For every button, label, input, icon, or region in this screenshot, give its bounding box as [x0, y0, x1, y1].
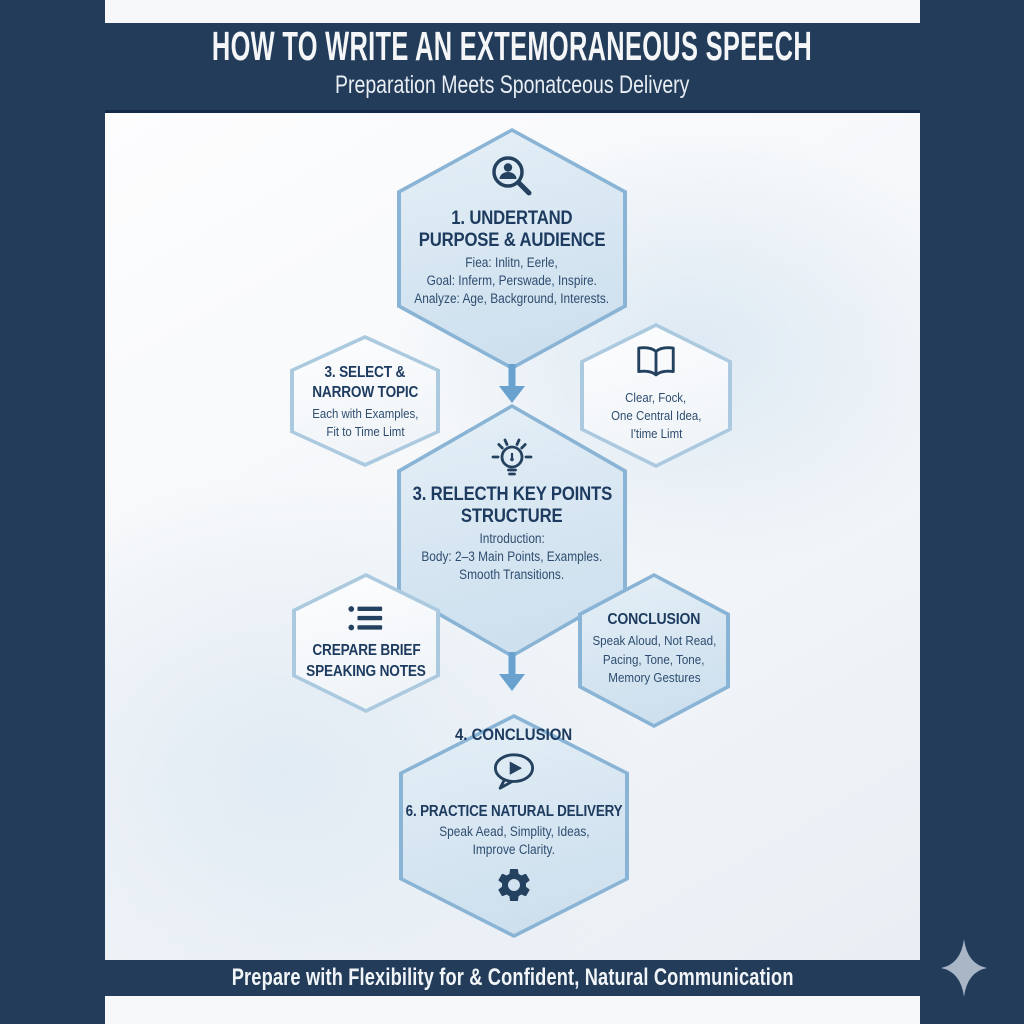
gear-icon-wrap [494, 865, 534, 910]
speech-play-icon [493, 753, 535, 790]
page-title: HOW TO WRITE AN EXTEMORANEOUS SPEECH [0, 24, 1024, 68]
flow-arrow-down-2 [499, 652, 525, 691]
hex-select-body-line1: Each with Examples, [311, 406, 419, 421]
hex-notes-title-line1: CREPARE BRIEF [311, 642, 421, 659]
bottom-white-strip [105, 996, 920, 1024]
speech-play-icon-wrap [490, 750, 538, 797]
hex-select-narrow-topic: 3. SELECT & NARROW TOPIC Each with Examp… [290, 335, 440, 467]
hex-delivery-body-line2: Pacing, Tone, Tone, [603, 651, 705, 667]
hex-practice-step-label: 4. CONCLUSION [455, 725, 573, 744]
hex-delivery-body-line1: Speak Aloud, Not Read, [592, 633, 716, 648]
hex-delivery-conclusion: CONCLUSION Speak Aloud, Not Read, Pacing… [578, 573, 730, 728]
hex-thesis-body-line3: I'time Limt [630, 426, 682, 441]
sparkle-icon [941, 939, 987, 997]
hex-structure-key-points: 3. RELECTH KEY POINTS STRUCTURE Introduc… [397, 404, 627, 658]
footer-band: Prepare with Flexibility for & Confident… [0, 960, 1024, 996]
hex-notes-speaking-notes: CREPARE BRIEF SPEAKING NOTES [292, 573, 440, 713]
hex-step1-body-line3: Analyze: Age, Background, Interests. [414, 291, 610, 306]
hex-practice-body-line2: Improve Clarity. [472, 842, 556, 857]
header: HOW TO WRITE AN EXTEMORANEOUS SPEECH Pre… [0, 24, 1024, 100]
hex-structure-title-line1: 3. RELECTH KEY POINTS [412, 484, 612, 505]
hex-notes-title-line2: SPEAKING NOTES [306, 662, 426, 680]
hex-delivery-body-line3: Memory Gestures [607, 670, 701, 685]
top-white-strip [105, 0, 920, 23]
hex-select-title-line2: NARROW TOPIC [311, 384, 418, 401]
hex-thesis-body-line2: One Central Idea, [610, 408, 702, 423]
page-subtitle-text: Preparation Meets Sponatceous Delivery [334, 71, 690, 99]
hex-structure-title-line2: STRUCTURE [461, 506, 563, 527]
flow-arrow-down-1 [499, 364, 525, 403]
audience-search-icon [492, 156, 532, 196]
footer-text: Prepare with Flexibility for & Confident… [231, 964, 794, 991]
hex-delivery-title: CONCLUSION [607, 611, 701, 628]
hex-step1-understand-purpose: 1. UNDERTAND PURPOSE & AUDIENCE Fiea: In… [397, 128, 627, 370]
lightbulb-icon [491, 438, 533, 476]
hex-step1-body-line2: Goal: Inferm, Perswade, Inspire. [426, 273, 598, 288]
bullet-list-icon [348, 606, 383, 631]
hex-structure-body-line1: Introduction: [479, 531, 545, 546]
gear-icon [498, 869, 530, 901]
open-book-icon [637, 346, 675, 377]
page-title-text: HOW TO WRITE AN EXTEMORANEOUS SPEECH [211, 23, 813, 69]
page-subtitle: Preparation Meets Sponatceous Delivery [0, 70, 1024, 100]
hex-practice-body-line1: Speak Aead, Simplity, Ideas, [438, 824, 590, 839]
hex-practice-natural-delivery: 4. CONCLUSION 6. PRACTICE NATURAL DELIVE… [399, 714, 629, 938]
hex-structure-body-line2: Body: 2–3 Main Points, Examples. [421, 549, 603, 564]
hex-thesis-body-line1: Clear, Fock, [625, 390, 687, 405]
hex-step1-title-line1: 1. UNDERTAND [451, 208, 573, 229]
hex-structure-body-line3: Smooth Transitions. [459, 567, 565, 582]
hex-step1-title-line2: PURPOSE & AUDIENCE [418, 230, 606, 251]
hex-practice-title: 6. PRACTICE NATURAL DELIVERY [405, 803, 623, 820]
hex-step1-body-line1: Fiea: Inlitn, Eerle, [465, 255, 559, 270]
hex-select-body-line2: Fit to Time Limt [325, 423, 405, 439]
hex-select-title-line1: 3. SELECT & [324, 364, 406, 381]
hex-thesis-central-idea: Clear, Fock, One Central Idea, I'time Li… [580, 323, 732, 468]
